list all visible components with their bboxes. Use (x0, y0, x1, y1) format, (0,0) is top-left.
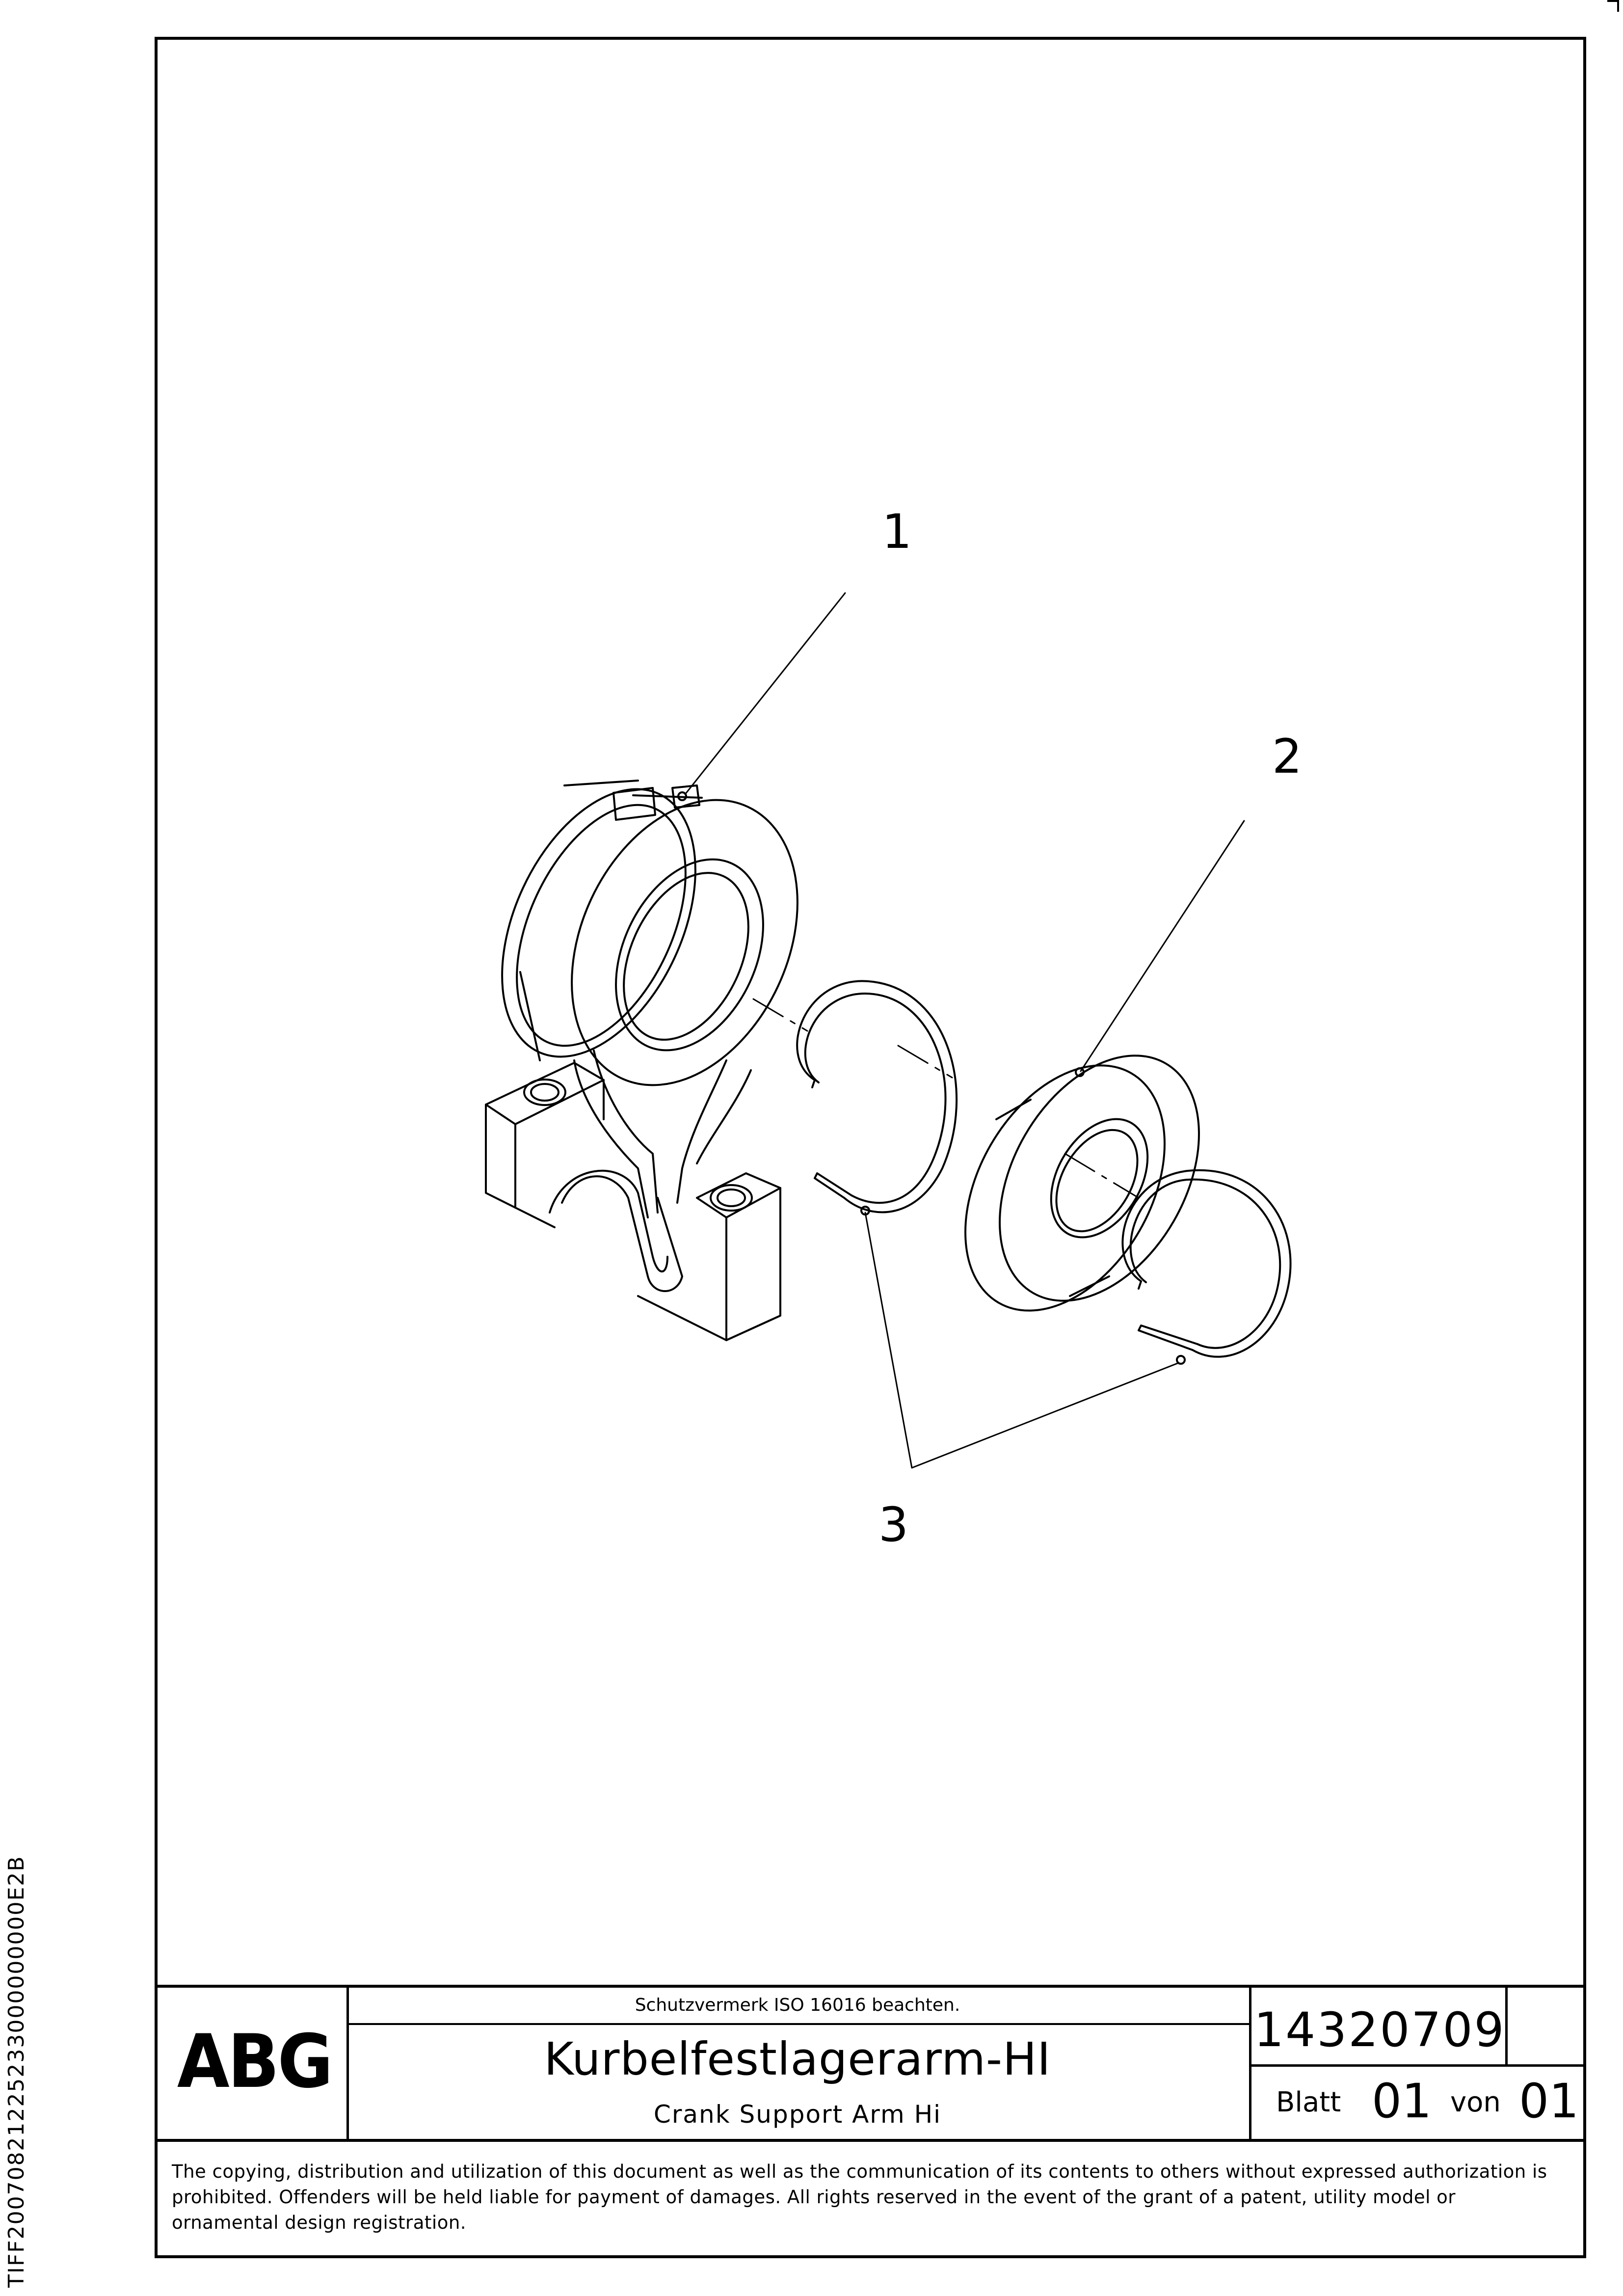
document-number: 14320709 (1254, 2002, 1506, 2057)
leader-line-2 (1080, 820, 1245, 1072)
sheet-of-label: von (1450, 2086, 1501, 2118)
part-3-circlip-right (1121, 1169, 1292, 1365)
sheet-total: 01 (1519, 2074, 1579, 2129)
title-block-number-line (1249, 2064, 1586, 2067)
part-3-circlip-left (796, 980, 958, 1216)
sheet-label: Blatt (1276, 2086, 1341, 2118)
copyright-notice: The copying, distribution and utilizatio… (172, 2161, 1547, 2233)
title-block-bottom-line (155, 2139, 1586, 2142)
callout-3: 3 (878, 1497, 909, 1552)
sheet-number: 01 (1372, 2074, 1432, 2129)
title-block-revision-divider (1505, 1985, 1508, 2066)
leader-line-3 (864, 1212, 1180, 1469)
assembly-axis-centerline (752, 998, 1140, 1199)
protection-note: Schutzvermerk ISO 16016 beachten. (635, 1995, 960, 2015)
drawing-title-english: Crank Support Arm Hi (653, 2100, 942, 2129)
part-1-support-arm (485, 780, 798, 1341)
title-block-divider-number (1249, 1985, 1251, 2141)
drawing-frame (155, 37, 1586, 2258)
callout-2: 2 (1272, 729, 1303, 784)
corner-mark (1607, 0, 1619, 12)
company-logo: ABG (177, 2019, 333, 2105)
title-block-protection-line (346, 2023, 1250, 2025)
title-block-top-line (155, 1985, 1586, 1988)
drawing-title-german: Kurbelfestlagerarm-HI (544, 2033, 1051, 2085)
part-2-bearing-ring (964, 1054, 1200, 1312)
leader-line-1 (684, 592, 846, 795)
callout-1: 1 (882, 504, 912, 559)
title-block-divider-logo (346, 1985, 349, 2141)
